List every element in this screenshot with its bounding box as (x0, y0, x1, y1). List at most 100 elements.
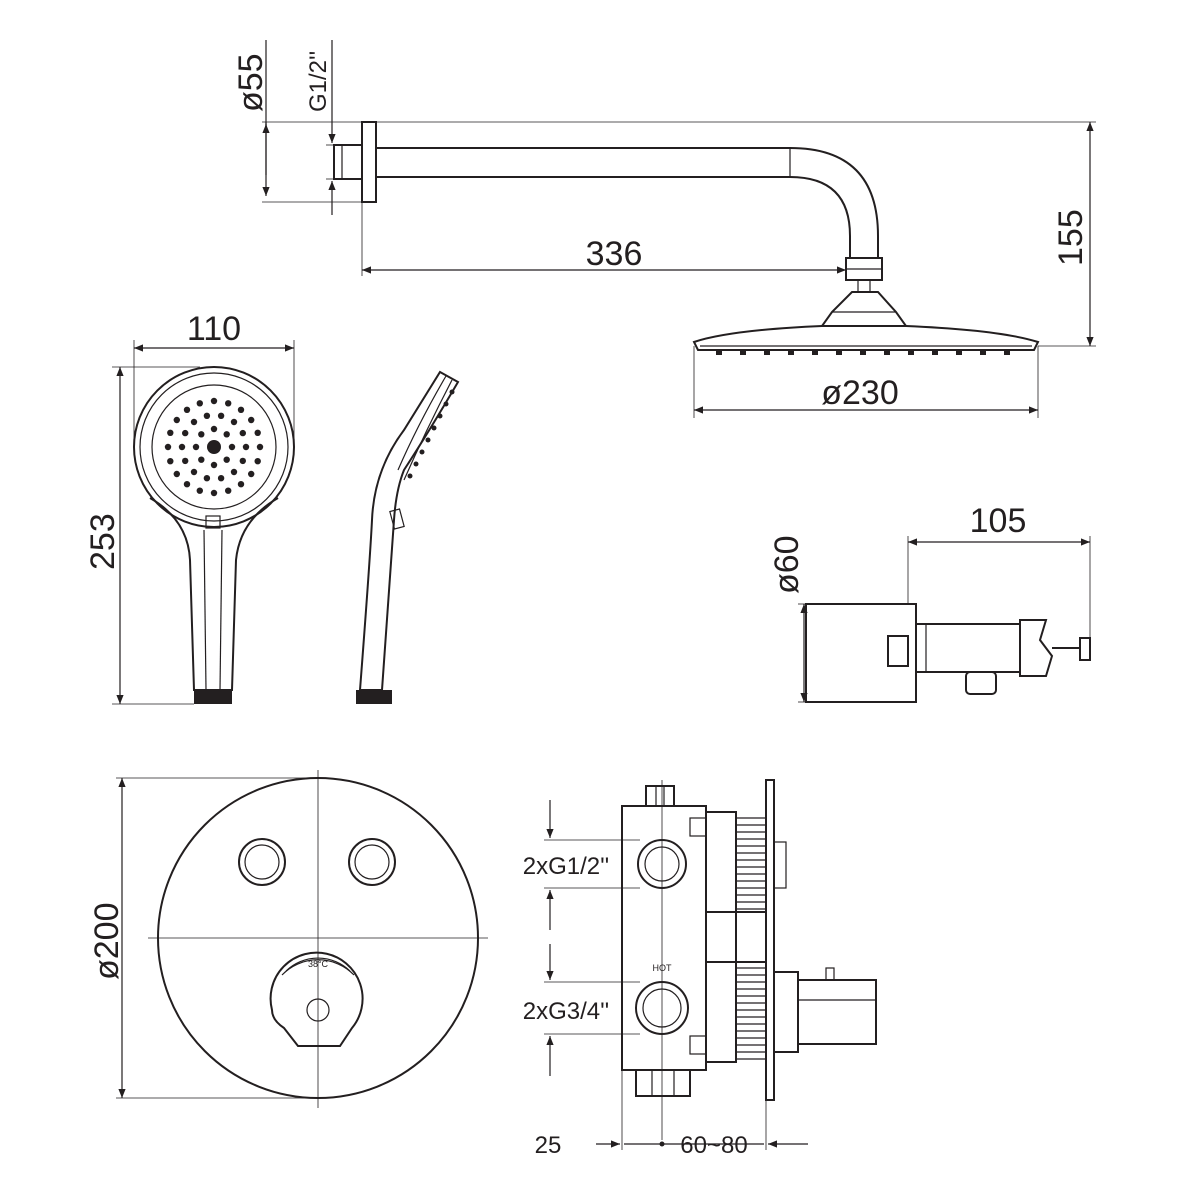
nozzle (164, 443, 172, 451)
side-hose-connector (356, 690, 392, 704)
button-left[interactable] (238, 838, 286, 886)
nozzle (239, 429, 246, 437)
hand-shower-hose-connector (194, 690, 232, 704)
nozzle (223, 456, 230, 463)
nozzle (225, 400, 232, 407)
nozzle (190, 418, 198, 426)
nozzle (167, 429, 174, 436)
nozzle (178, 443, 186, 451)
nozzle (173, 470, 180, 478)
flange-diameter-label: ø55 (232, 53, 270, 112)
wall-flange (361, 121, 377, 203)
spout-outlet (965, 671, 997, 695)
spout-flange (805, 603, 917, 703)
spray-center-nozzle (207, 440, 221, 454)
head-shower-neck (820, 291, 908, 327)
nozzle (237, 481, 245, 488)
outlet-port (637, 839, 687, 889)
inlet-port (635, 981, 689, 1035)
nozzle (237, 406, 245, 413)
nozzle (196, 400, 203, 407)
cover-plate-diameter-label: ø200 (88, 903, 126, 981)
nozzle (217, 475, 225, 482)
nozzle (210, 461, 218, 469)
bottom-nut (635, 1069, 691, 1097)
hand-shower-side-view (356, 370, 460, 704)
valve-body (621, 805, 707, 1071)
nozzle (239, 457, 246, 465)
diverter-knob (1079, 637, 1091, 661)
hand-shower-front-view: 110 253 (84, 310, 295, 705)
shower-arm-view: ø55 G1/2'' 336 155 ø230 (232, 40, 1096, 418)
arm-drop-label: 155 (1052, 209, 1090, 266)
hand-shower-nozzles (164, 397, 264, 497)
nozzle (173, 416, 180, 424)
nozzle (225, 487, 232, 494)
side-selector (389, 508, 405, 530)
arm-length-label: 336 (586, 235, 643, 273)
arm-bottom-edge (376, 176, 851, 258)
nozzle (198, 456, 205, 463)
mounting-threads (736, 817, 766, 1060)
nozzle (254, 429, 261, 436)
outlet-thread-label: 2xG1/2'' (523, 853, 610, 880)
hot-label: HOT (653, 963, 673, 973)
temperature-knob[interactable] (269, 951, 364, 1047)
nozzle (183, 481, 191, 488)
spout-view: ø60 105 (768, 502, 1091, 703)
arm-top-edge (376, 147, 879, 258)
nozzle (248, 470, 255, 478)
nozzle (230, 468, 238, 476)
spout-projection-label: 105 (970, 502, 1027, 540)
nozzle (192, 443, 200, 451)
nozzle (182, 429, 189, 437)
button-right[interactable] (348, 838, 396, 886)
center-block (735, 911, 767, 963)
spout-body (915, 623, 1021, 673)
hand-shower-length-label: 253 (84, 513, 122, 570)
install-depth-label: 60~80 (680, 1132, 747, 1159)
head-shower-plate (692, 325, 1040, 351)
nozzle (210, 397, 218, 405)
nozzle (203, 412, 211, 419)
nozzle (167, 458, 174, 465)
thermostat-cartridge (797, 979, 877, 1045)
inlet-thread-label: 2xG3/4'' (523, 998, 610, 1025)
nozzle (254, 458, 261, 465)
nozzle (228, 443, 236, 451)
cover-plate-view: 38°C ø200 (88, 770, 488, 1108)
nozzle (223, 431, 230, 438)
nozzle (256, 443, 264, 451)
hand-shower-side-outline (358, 370, 460, 691)
arm-thread-label: G1/2'' (305, 51, 332, 112)
front-depth-label: 25 (535, 1132, 562, 1159)
nozzle (248, 416, 255, 424)
thread-section-upper (705, 811, 737, 913)
nozzle (190, 468, 198, 476)
thread-section-lower (705, 961, 737, 1063)
thread-connector (333, 144, 363, 180)
hand-shower-width-label: 110 (187, 310, 241, 348)
head-shower-diameter-label: ø230 (821, 374, 899, 412)
nozzle (203, 475, 211, 482)
valve-body-view: HOT 2xG1/2'' 2xG3/4'' (523, 779, 877, 1159)
nozzle (183, 406, 191, 413)
mounting-plate (765, 779, 775, 1101)
temperature-mark: 38°C (308, 959, 329, 969)
top-nut (645, 785, 675, 807)
head-shower-nozzles (716, 350, 1010, 355)
nozzle (210, 489, 218, 497)
nozzle (230, 418, 238, 426)
nozzle (198, 431, 205, 438)
nozzle (182, 457, 189, 465)
nozzle (210, 425, 218, 433)
spray-selector (205, 515, 221, 529)
nozzle (196, 487, 203, 494)
spout-diameter-label: ø60 (768, 535, 806, 594)
nozzle (242, 443, 250, 451)
nozzle (217, 412, 225, 419)
side-nozzles (407, 389, 455, 479)
spray-face (151, 384, 277, 510)
spout-diverter (1019, 619, 1054, 677)
